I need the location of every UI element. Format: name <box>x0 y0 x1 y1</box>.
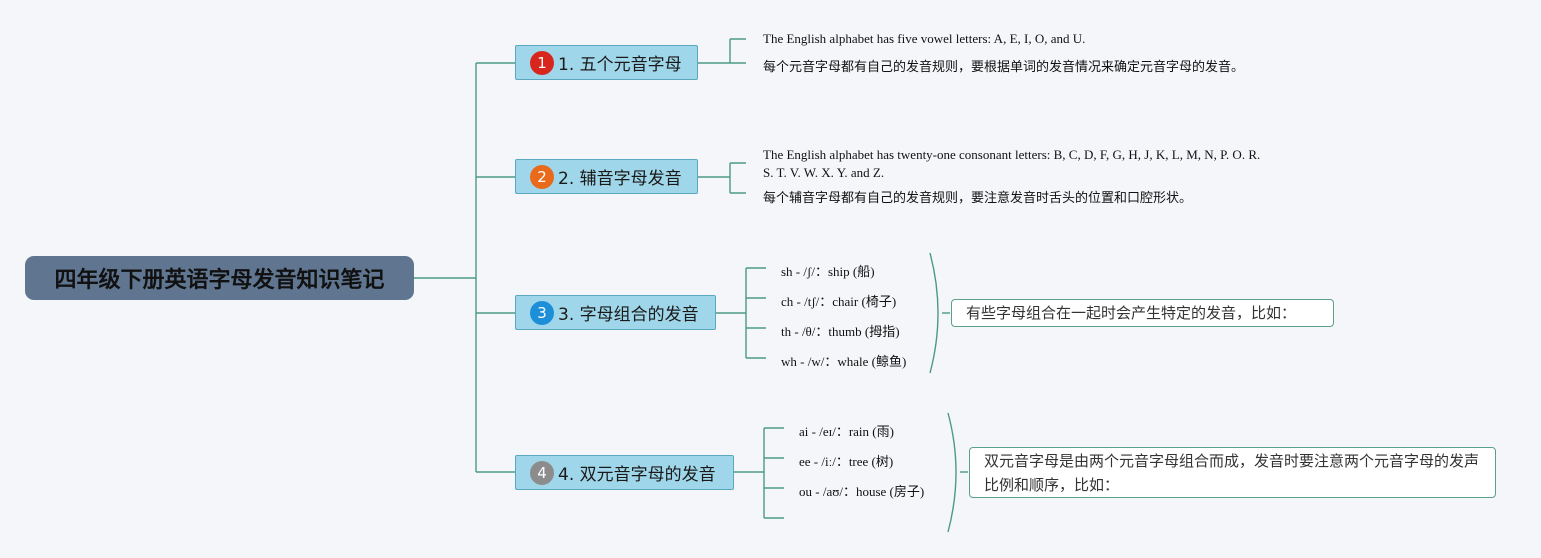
diphthong-item: ai - /eɪ/：rain (雨) <box>799 424 894 439</box>
combination-item: th - /θ/：thumb (拇指) <box>781 324 900 339</box>
combination-item: ch - /tʃ/：chair (椅子) <box>781 294 897 309</box>
diphthong-item: ou - /aʊ/：house (房子) <box>799 484 925 499</box>
summary-text: 有些字母组合在一起时会产生特定的发音，比如： <box>966 304 1297 322</box>
note-vowel-en: The English alphabet has five vowel lett… <box>763 31 1086 46</box>
diphthong-item: ee - /iː/：tree (树) <box>799 454 894 469</box>
diphthong-summary[interactable]: 双元音字母是由两个元音字母组合而成，发音时要注意两个元音字母的发声比例和顺序，比… <box>969 447 1496 498</box>
note-consonant-en: The English alphabet has twenty-one cons… <box>763 147 1261 180</box>
branch-letter-combinations[interactable]: 3 3. 字母组合的发音 <box>515 295 716 330</box>
branch-label: 1. 五个元音字母 <box>558 55 682 75</box>
branch-vowel-letters[interactable]: 1 1. 五个元音字母 <box>515 45 698 80</box>
note-vowel-cn: 每个元音字母都有自己的发音规则，要根据单词的发音情况来确定元音字母的发音。 <box>763 60 1245 75</box>
root-title: 四年级下册英语字母发音知识笔记 <box>54 268 385 293</box>
branch-label: 4. 双元音字母的发音 <box>558 465 716 485</box>
branch-consonant-letters[interactable]: 2 2. 辅音字母发音 <box>515 159 698 194</box>
number-3-icon: 3 <box>530 300 554 325</box>
number-4-icon: 4 <box>530 460 554 485</box>
branch-label: 3. 字母组合的发音 <box>558 305 699 325</box>
number-2-icon: 2 <box>530 164 554 189</box>
root-topic[interactable]: 四年级下册英语字母发音知识笔记 <box>25 256 414 300</box>
branch-label: 2. 辅音字母发音 <box>558 169 682 189</box>
combination-item: sh - /ʃ/：ship (船) <box>781 264 875 279</box>
note-consonant-cn: 每个辅音字母都有自己的发音规则，要注意发音时舌头的位置和口腔形状。 <box>763 191 1193 206</box>
combination-item: wh - /w/：whale (鲸鱼) <box>781 354 907 369</box>
summary-text: 双元音字母是由两个元音字母组合而成，发音时要注意两个元音字母的发声比例和顺序，比… <box>984 452 1480 494</box>
number-1-icon: 1 <box>530 50 554 75</box>
branch-diphthongs[interactable]: 4 4. 双元音字母的发音 <box>515 455 734 490</box>
combination-summary[interactable]: 有些字母组合在一起时会产生特定的发音，比如： <box>951 299 1334 327</box>
